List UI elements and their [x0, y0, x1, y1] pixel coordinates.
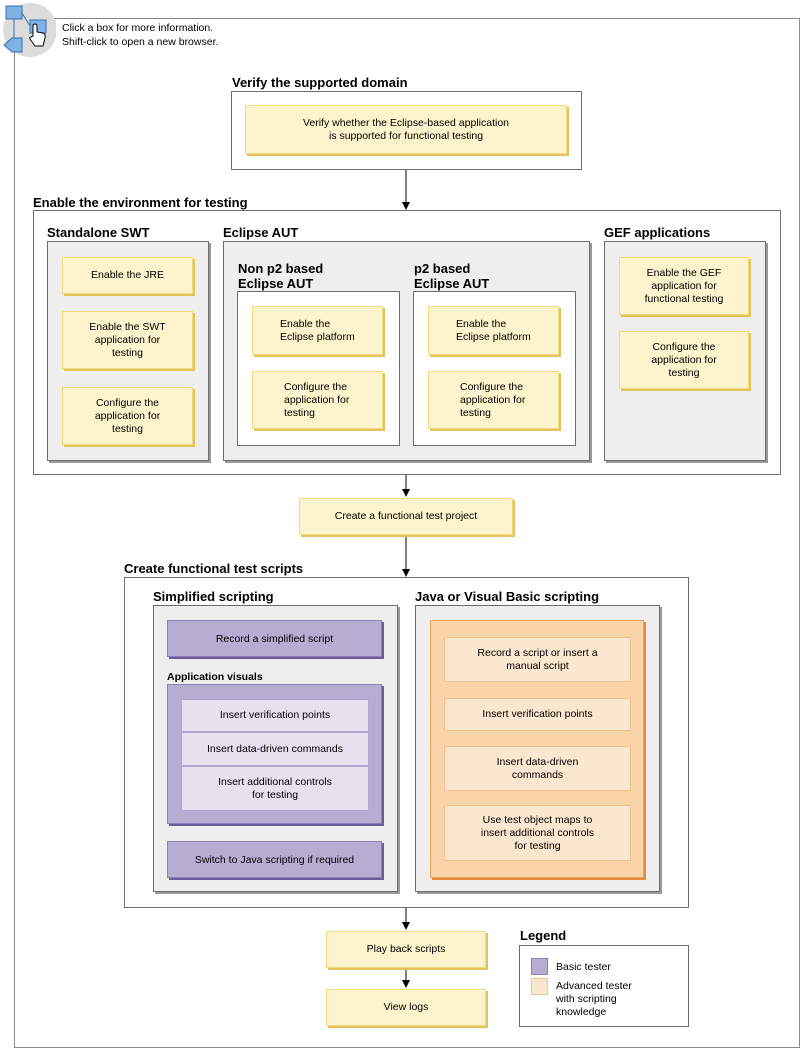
enable-jre-box[interactable]: Enable the JRE [62, 257, 193, 294]
legend-advanced-label: Advanced tester with scripting knowledge [556, 980, 632, 1018]
enable-swt-box[interactable]: Enable the SWT application for testing [62, 311, 193, 369]
visual-insert-verification[interactable]: Insert verification points [181, 699, 369, 732]
gef-configure-box[interactable]: Configure the application for testing [619, 331, 749, 389]
visual-insert-controls[interactable]: Insert additional controls for testing [181, 766, 369, 811]
p2-enable-box[interactable]: Enable the Eclipse platform [428, 306, 559, 355]
create-project-box[interactable]: Create a functional test project [299, 498, 513, 535]
nonp2-title: Non p2 based Eclipse AUT [238, 261, 324, 291]
switch-java-box[interactable]: Switch to Java scripting if required [167, 841, 382, 878]
enable-title: Enable the environment for testing [33, 195, 248, 210]
nonp2-configure-box[interactable]: Configure the application for testing [252, 371, 383, 429]
visuals-title: Application visuals [167, 671, 263, 683]
legend-basic-label: Basic tester [556, 961, 611, 973]
legend-advanced-swatch [531, 978, 548, 995]
configure-swt-box[interactable]: Configure the application for testing [62, 387, 193, 445]
scripts-title: Create functional test scripts [124, 561, 304, 576]
legend-basic-swatch [531, 958, 548, 975]
gef-title: GEF applications [604, 225, 711, 240]
standalone-title: Standalone SWT [47, 225, 150, 240]
verify-box[interactable]: Verify whether the Eclipse-based applica… [245, 105, 567, 154]
gef-enable-box[interactable]: Enable the GEF application for functiona… [619, 257, 749, 315]
java-title: Java or Visual Basic scripting [415, 589, 600, 604]
nonp2-enable-box[interactable]: Enable the Eclipse platform [252, 306, 383, 355]
eclipse-title: Eclipse AUT [223, 225, 299, 240]
header-line-2: Shift-click to open a new browser. [62, 36, 219, 48]
playback-box[interactable]: Play back scripts [326, 931, 486, 968]
header-line-1: Click a box for more information. [62, 22, 214, 34]
java-object-maps-box[interactable]: Use test object maps to insert additiona… [444, 805, 631, 861]
legend-title: Legend [520, 928, 567, 943]
visual-insert-data-driven[interactable]: Insert data-driven commands [181, 732, 369, 766]
p2-configure-box[interactable]: Configure the application for testing [428, 371, 559, 429]
p2-title: p2 based Eclipse AUT [414, 261, 490, 291]
view-logs-box[interactable]: View logs [326, 989, 486, 1026]
java-data-driven-box[interactable]: Insert data-driven commands [444, 746, 631, 791]
simplified-title: Simplified scripting [153, 589, 274, 604]
java-record-box[interactable]: Record a script or insert a manual scrip… [444, 637, 631, 682]
record-simplified-box[interactable]: Record a simplified script [167, 620, 382, 657]
flow-navigation-icon [0, 0, 57, 58]
verify-title: Verify the supported domain [232, 75, 408, 90]
java-verification-box[interactable]: Insert verification points [444, 698, 631, 731]
